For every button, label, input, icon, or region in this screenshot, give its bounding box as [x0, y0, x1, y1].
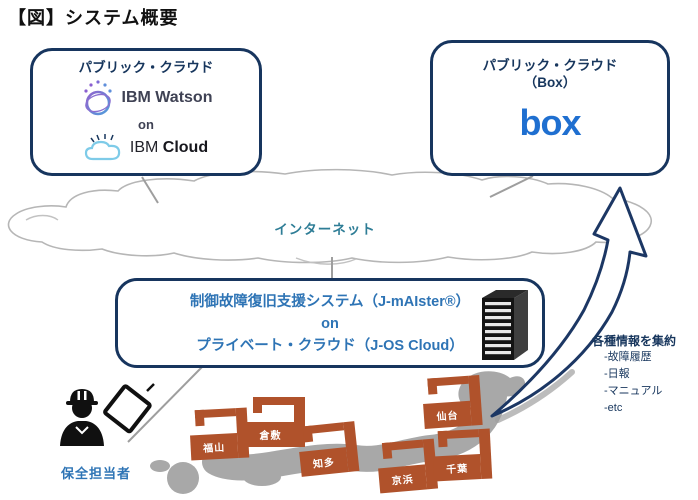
page-title: 【図】システム概要 — [8, 8, 179, 28]
private-cloud-box: 制御故障復旧支援システム（J-mAIster®） on プライベート・クラウド（… — [115, 278, 545, 368]
worker-label: 保全担当者 — [60, 466, 131, 481]
data-flow-arrow — [490, 186, 648, 423]
annotation-item: -マニュアル — [604, 385, 663, 397]
on-label: on — [138, 117, 154, 132]
ibm-watson-label: IBM Watson — [121, 89, 213, 106]
island-shape — [150, 460, 170, 472]
private-cloud-line1: 制御故障復旧支援システム（J-mAIster®） — [189, 294, 471, 310]
factory-kurashiki: 倉敷 — [247, 397, 305, 447]
factory-label: 福山 — [190, 433, 239, 461]
arrow-body — [490, 186, 648, 418]
public-cloud-ibm-label: パブリック・クラウド — [78, 60, 214, 75]
worker-icon — [48, 380, 160, 466]
ibm-cloud-icon — [84, 134, 121, 161]
internet-cloud-shape — [7, 168, 653, 265]
watson-logo-icon — [83, 80, 112, 116]
hard-hat-person — [60, 389, 104, 446]
cloud-word: Cloud — [162, 139, 209, 156]
private-cloud-line2: on — [321, 316, 339, 332]
kyushu-shape — [167, 462, 199, 494]
factory-label: 知多 — [299, 447, 349, 477]
factory-icon — [253, 397, 294, 405]
factory-chita: 知多 — [297, 421, 360, 477]
public-cloud-box-sublabel: （Box） — [523, 75, 577, 90]
annotation-item: -故障履歴 — [604, 351, 652, 363]
factory-label: 京浜 — [378, 464, 428, 494]
factory-sendai: 仙台 — [421, 375, 483, 429]
connector-private-to-person — [127, 366, 203, 443]
shikoku-shape — [243, 468, 281, 486]
annotation-item: -etc — [604, 402, 623, 414]
factory-keihin: 京浜 — [376, 438, 439, 494]
box-logo: box — [519, 102, 581, 143]
private-cloud-line3: プライベート・クラウド（J-OS Cloud） — [196, 338, 464, 354]
public-cloud-ibm-box: パブリック・クラウド IBM Watson on — [30, 48, 262, 176]
connector-lines — [127, 175, 534, 443]
arrow-shadow — [495, 369, 575, 423]
factory-chiba: 千葉 — [432, 428, 493, 482]
factory-label: 倉敷 — [247, 422, 294, 447]
server-icon — [478, 288, 534, 364]
ibm-word: IBM — [129, 139, 159, 156]
internet-label: インターネット — [274, 222, 376, 237]
public-cloud-box-label: パブリック・クラウド — [482, 58, 618, 73]
factory-fukuyama: 福山 — [189, 407, 250, 461]
connector-ibm-to-internet — [141, 176, 159, 204]
aggregated-info-annotation: 各種情報を集約 -故障履歴 -日報 -マニュアル -etc — [592, 332, 698, 417]
tablet-icon — [103, 384, 152, 434]
ibm-cloud-label: IBM Cloud — [130, 139, 208, 157]
factory-label: 仙台 — [423, 400, 472, 429]
connector-box-to-internet — [489, 175, 534, 198]
public-cloud-box-box: パブリック・クラウド （Box） box — [430, 40, 670, 176]
annotation-item: -日報 — [604, 368, 630, 380]
factory-label: 千葉 — [433, 454, 482, 482]
annotation-heading: 各種情報を集約 — [592, 334, 677, 348]
